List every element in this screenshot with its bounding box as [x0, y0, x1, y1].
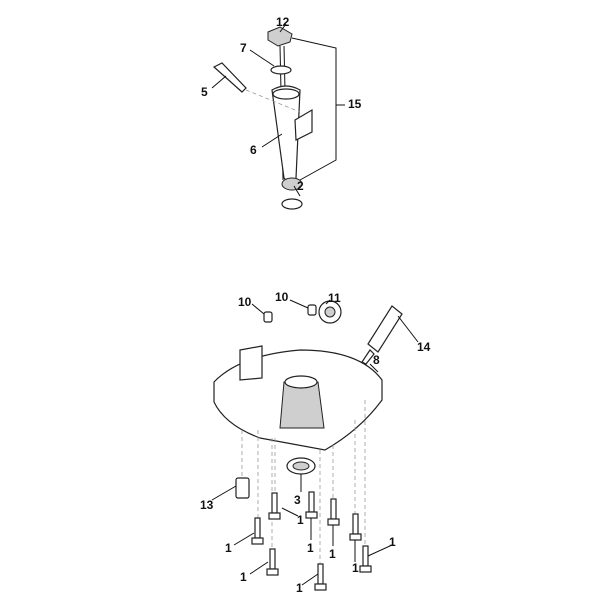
dipstick-tube-6	[271, 85, 313, 191]
callout-1g: 1	[240, 570, 247, 584]
callout-1h: 1	[296, 581, 303, 595]
callout-1b: 1	[225, 541, 232, 555]
callout-8: 8	[373, 353, 380, 367]
callout-10a: 10	[238, 295, 252, 309]
callout-10b: 10	[275, 290, 289, 304]
oil-seal-3	[286, 457, 316, 475]
o-ring-7	[270, 65, 292, 75]
callout-6: 6	[250, 143, 257, 157]
callout-13: 13	[200, 498, 214, 512]
bolt-5	[212, 62, 247, 93]
bracket-15	[291, 37, 337, 181]
callout-2: 2	[297, 179, 304, 193]
callout-5: 5	[201, 85, 208, 99]
callout-1c: 1	[307, 541, 314, 555]
sealant-tube-14	[361, 305, 403, 365]
callout-1d: 1	[329, 547, 336, 561]
callout-1a: 1	[297, 513, 304, 527]
leader-lines	[211, 23, 419, 586]
callout-12: 12	[276, 15, 290, 29]
callout-7: 7	[240, 41, 247, 55]
callout-14: 14	[417, 340, 431, 354]
callout-1f: 1	[389, 535, 396, 549]
dowel-10a	[263, 311, 273, 323]
crankcase-cover-8	[213, 345, 383, 451]
callout-15: 15	[348, 97, 362, 111]
sleeve-13	[235, 477, 250, 499]
callout-3: 3	[294, 493, 301, 507]
o-ring-2	[281, 198, 303, 210]
callout-11: 11	[328, 291, 341, 305]
gear-11	[318, 300, 342, 324]
callout-1e: 1	[352, 561, 359, 575]
dowel-10b	[307, 304, 317, 316]
